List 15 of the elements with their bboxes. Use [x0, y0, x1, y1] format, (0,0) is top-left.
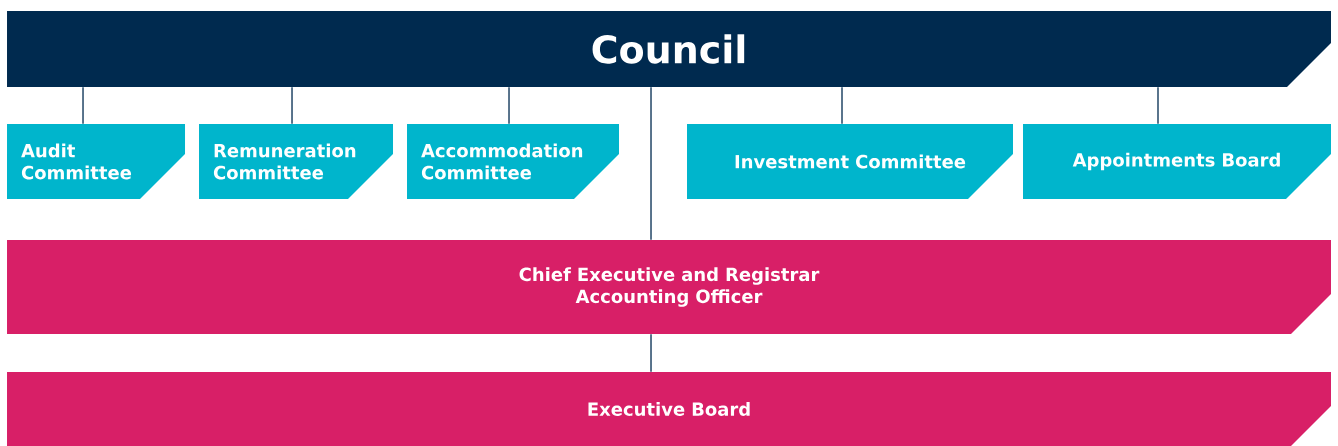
committee-box: Accommodation Committee: [407, 124, 619, 199]
connector-line: [1157, 86, 1159, 125]
connector-line: [291, 86, 293, 125]
officer-box: Chief Executive and Registrar Accounting Officer: [7, 240, 1331, 334]
connector-line: [650, 86, 652, 241]
connector-line: [841, 86, 843, 125]
board-box: Appointments Board: [1023, 124, 1331, 199]
connector-line: [508, 86, 510, 125]
committee-box: Audit Committee: [7, 124, 185, 199]
board-box: Executive Board: [7, 372, 1331, 446]
committee-box: Investment Committee: [687, 124, 1013, 199]
connector-line: [82, 86, 84, 125]
council-banner: Council: [7, 11, 1331, 87]
connector-line: [650, 333, 652, 373]
committee-box: Remuneration Committee: [199, 124, 393, 199]
